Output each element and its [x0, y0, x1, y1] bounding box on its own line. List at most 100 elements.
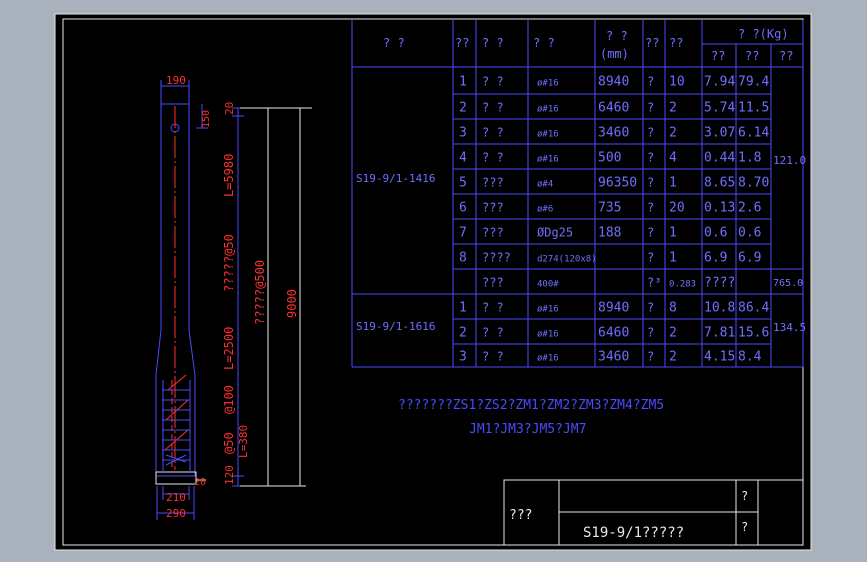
cell-no: 1 — [459, 75, 467, 90]
table-header: ? ? ?? ? ? ? ? ? ? (mm) ?? ?? ? ?(Kg) ??… — [383, 27, 793, 63]
pole-drawing[interactable] — [155, 80, 312, 520]
dim-at100: @100 — [222, 385, 236, 414]
cell-no: 8 — [459, 251, 467, 266]
cell-uw: 10.8 — [704, 301, 735, 316]
cell-qty: 10 — [669, 75, 685, 90]
cell-len: 8940 — [598, 75, 629, 90]
cell-name: ? ? — [482, 75, 504, 89]
cell-sw: 2.6 — [738, 201, 761, 216]
cell-len: 6460 — [598, 101, 629, 116]
cell-uw: 4.15 — [704, 350, 735, 365]
cell-no: 5 — [459, 176, 467, 191]
cell-name: ??? — [482, 176, 504, 190]
pole-outline-right — [188, 104, 196, 476]
cell-qty: 2 — [669, 101, 677, 116]
drawing-number: S19-9/1????? — [583, 525, 684, 541]
dim-at50-b: @50 — [222, 432, 236, 454]
hdr-length-unit: (mm) — [600, 47, 629, 61]
cell-len: 735 — [598, 201, 621, 216]
cell-spec: ø#16 — [537, 79, 559, 89]
cell-len: 188 — [598, 226, 621, 241]
cell-uw: 5.74 — [704, 101, 735, 116]
hdr-unit: ?? — [645, 36, 659, 50]
cell-u: ? — [647, 151, 654, 165]
cell-name: ? ? — [482, 350, 504, 364]
hdr-spec: ? ? — [533, 36, 555, 50]
cell-len: 96350 — [598, 176, 637, 191]
cell-spec: 400# — [537, 280, 559, 290]
cell-name: ??? — [482, 226, 504, 240]
cell-uw: 0.44 — [704, 151, 735, 166]
cell-qty: 2 — [669, 326, 677, 341]
cell-u: ? — [647, 75, 654, 89]
titleblock-left: ??? — [509, 508, 532, 523]
cell-len: 8940 — [598, 301, 629, 316]
dim-at500: ?????@500 — [253, 260, 267, 325]
cell-name: ? ? — [482, 326, 504, 340]
cell-uw: 8.65 — [704, 176, 735, 191]
cell-no: 1 — [459, 301, 467, 316]
cell-u: ? — [647, 251, 654, 265]
cell-no: 6 — [459, 201, 467, 216]
cell-uw: 7.81 — [704, 326, 735, 341]
cell-sw: 6.14 — [738, 126, 769, 141]
cell-name: ? ? — [482, 301, 504, 315]
cell-sw: 8.4 — [738, 350, 762, 365]
cell-name: ? ? — [482, 101, 504, 115]
cell-qty: 4 — [669, 151, 677, 166]
group-total-1416: 121.0 — [773, 154, 806, 167]
pole-dimension-labels: 190 150 20 L=5980 ?????@50 L=2500 @100 @… — [166, 74, 299, 520]
cell-uw: 6.9 — [704, 251, 727, 266]
hdr-weight-sum: ?? — [745, 49, 759, 63]
dim-l5980: L=5980 — [222, 154, 236, 197]
cell-spec: ØDg25 — [537, 226, 573, 240]
cell-name: ? ? — [482, 151, 504, 165]
cell-uw: ???? — [704, 276, 735, 291]
cell-len: 3460 — [598, 126, 629, 141]
cell-qty: 2 — [669, 350, 677, 365]
hdr-weight-total: ?? — [779, 49, 793, 63]
dim-150: 150 — [201, 110, 212, 128]
cell-name: ??? — [482, 201, 504, 215]
cell-u: ? — [647, 176, 654, 190]
group-label-1416: S19-9/1-1416 — [356, 172, 435, 185]
cell-qty: 1 — [669, 226, 677, 241]
cell-sw: 86.4 — [738, 301, 769, 316]
cell-u: ? — [647, 126, 654, 140]
cell-u: ? — [647, 226, 654, 240]
cell-no: 2 — [459, 101, 467, 116]
cell-qty: 0.283 — [669, 280, 696, 290]
hdr-weight: ? ?(Kg) — [738, 27, 789, 41]
cell-u: ? — [647, 201, 654, 215]
note-line-2: JM1?JM3?JM5?JM7 — [469, 422, 586, 437]
cell-u: ? — [647, 101, 654, 115]
cell-spec: ø#16 — [537, 130, 559, 140]
cell-spec: ø#16 — [537, 330, 559, 340]
cell-no: 3 — [459, 126, 467, 141]
titleblock-q1: ? — [741, 489, 748, 503]
cell-uw: 0.13 — [704, 201, 735, 216]
dim-9000: 9000 — [285, 289, 299, 318]
dim-190: 190 — [166, 74, 186, 87]
material-table-grid — [351, 20, 804, 368]
dim-l2500: L=2500 — [222, 327, 236, 370]
cell-sw: 6.9 — [738, 251, 761, 266]
dim-l380: L=380 — [237, 425, 250, 458]
cell-name: ???? — [482, 251, 511, 265]
dim-290: 290 — [166, 507, 186, 520]
cell-qty: 1 — [669, 251, 677, 266]
cell-no: 2 — [459, 326, 467, 341]
cell-name: ??? — [482, 276, 504, 290]
cell-qty: 20 — [669, 201, 685, 216]
pole-outline-left — [155, 104, 162, 476]
titleblock-q2: ? — [741, 520, 748, 534]
title-block — [503, 479, 804, 546]
